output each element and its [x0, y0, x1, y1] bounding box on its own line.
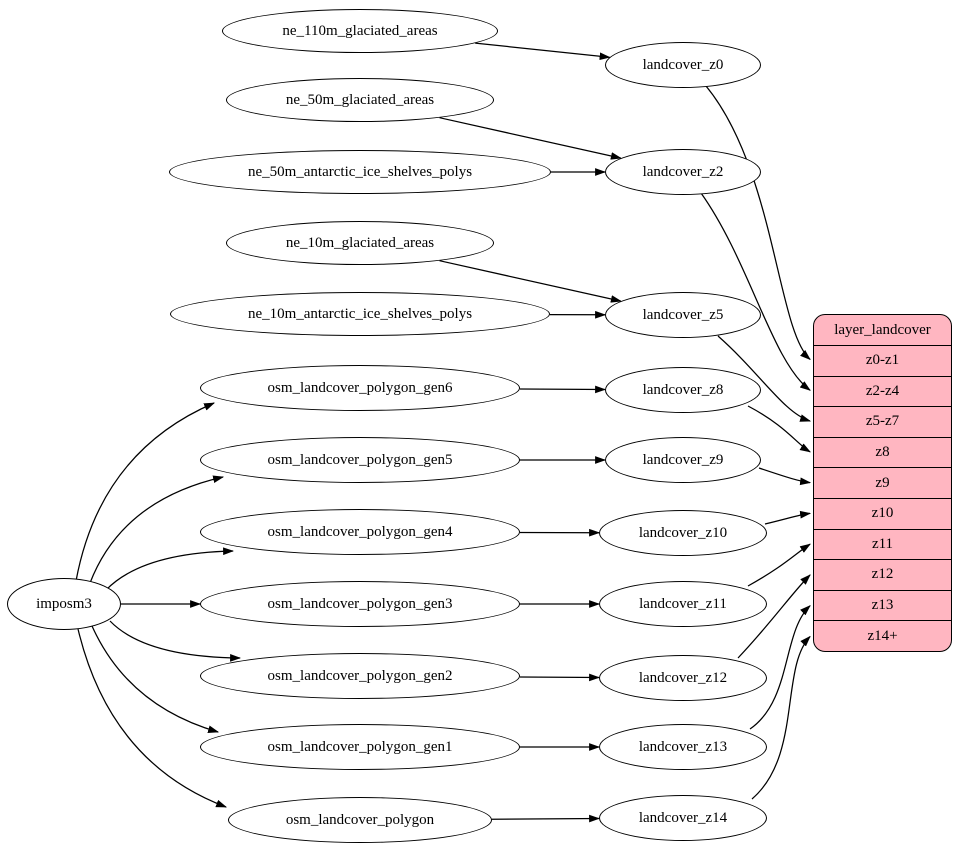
node-label: landcover_z11 [639, 595, 727, 612]
node-label: landcover_z8 [642, 381, 724, 398]
node-landcover_z12: landcover_z12 [599, 655, 767, 701]
node-label: landcover_z13 [638, 738, 728, 755]
node-landcover_z2: landcover_z2 [605, 149, 761, 195]
edge-osm_landcover_polygon_gen6-to-landcover_z8 [519, 385, 607, 394]
edge-ne_110m_glaciated_areas-to-landcover_z0 [475, 42, 611, 61]
node-label: ne_50m_antarctic_ice_shelves_polys [247, 163, 473, 180]
node-osm_landcover_polygon_gen2: osm_landcover_polygon_gen2 [200, 653, 520, 699]
edge-landcover_z11-to-z11 [747, 543, 811, 587]
edge-landcover_z2-to-z2-z4 [700, 192, 811, 391]
edge-imposm3-to-osm_landcover_polygon_gen2 [109, 620, 242, 662]
node-label: landcover_z12 [638, 669, 728, 686]
table-row-z9: z9 [814, 468, 951, 499]
node-landcover_z14: landcover_z14 [599, 795, 767, 841]
node-label: ne_10m_antarctic_ice_shelves_polys [247, 305, 473, 322]
node-label: landcover_z2 [642, 163, 724, 180]
node-label: osm_landcover_polygon_gen3 [267, 595, 453, 612]
table-row-z10: z10 [814, 499, 951, 530]
node-ne_50m_antarctic_ice_shelves_polys: ne_50m_antarctic_ice_shelves_polys [169, 150, 551, 194]
node-label: osm_landcover_polygon [285, 811, 435, 828]
edge-landcover_z14-to-z14+ [751, 635, 811, 800]
edge-ne_50m_glaciated_areas-to-landcover_z2 [439, 117, 622, 160]
node-osm_landcover_polygon_gen1: osm_landcover_polygon_gen1 [200, 724, 520, 770]
node-label: landcover_z9 [642, 451, 724, 468]
node-osm_landcover_polygon: osm_landcover_polygon [228, 797, 492, 843]
node-osm_landcover_polygon_gen6: osm_landcover_polygon_gen6 [200, 365, 520, 411]
edge-imposm3-to-osm_landcover_polygon_gen5 [89, 475, 225, 584]
node-osm_landcover_polygon_gen5: osm_landcover_polygon_gen5 [200, 437, 520, 483]
node-landcover_z8: landcover_z8 [605, 367, 761, 413]
node-label: osm_landcover_polygon_gen5 [267, 451, 453, 468]
node-landcover_z0: landcover_z0 [605, 42, 761, 88]
edge-landcover_z10-to-z10 [764, 510, 812, 525]
edge-landcover_z0-to-z0-z1 [705, 85, 811, 361]
table-row-z8: z8 [814, 438, 951, 469]
table-row-z11: z11 [814, 530, 951, 561]
edge-osm_landcover_polygon-to-landcover_z14 [491, 814, 601, 823]
table-row-z12: z12 [814, 560, 951, 591]
node-ne_50m_glaciated_areas: ne_50m_glaciated_areas [226, 78, 494, 122]
node-landcover_z10: landcover_z10 [599, 510, 767, 556]
table-row-z5-z7: z5-z7 [814, 407, 951, 438]
table-row-z2-z4: z2-z4 [814, 377, 951, 408]
table-row-z13: z13 [814, 591, 951, 622]
node-landcover_z13: landcover_z13 [599, 724, 767, 770]
node-landcover_z11: landcover_z11 [599, 581, 767, 627]
node-osm_landcover_polygon_gen4: osm_landcover_polygon_gen4 [200, 509, 520, 555]
node-label: imposm3 [36, 595, 92, 612]
node-osm_landcover_polygon_gen3: osm_landcover_polygon_gen3 [200, 581, 520, 627]
node-ne_110m_glaciated_areas: ne_110m_glaciated_areas [222, 9, 498, 53]
table-row-z14+: z14+ [867, 627, 898, 644]
node-label: ne_50m_glaciated_areas [285, 91, 435, 108]
node-label: osm_landcover_polygon_gen1 [267, 738, 453, 755]
node-landcover_z9: landcover_z9 [605, 437, 761, 483]
edge-imposm3-to-osm_landcover_polygon_gen4 [105, 547, 235, 591]
node-imposm3: imposm3 [7, 578, 121, 630]
table-title: layer_landcover [814, 315, 951, 346]
edge-ne_10m_glaciated_areas-to-landcover_z5 [439, 260, 622, 303]
edge-landcover_z9-to-z9 [758, 467, 812, 486]
node-label: landcover_z10 [638, 524, 728, 541]
edge-landcover_z8-to-z8 [747, 405, 811, 453]
edge-imposm3-to-osm_landcover_polygon_gen1 [91, 625, 220, 733]
edge-landcover_z12-to-z12 [737, 574, 811, 659]
node-label: ne_110m_glaciated_areas [282, 22, 438, 39]
edge-landcover_z13-to-z13 [749, 605, 811, 730]
node-label: osm_landcover_polygon_gen6 [267, 379, 453, 396]
node-landcover_z5: landcover_z5 [605, 292, 761, 338]
node-ne_10m_glaciated_areas: ne_10m_glaciated_areas [226, 221, 494, 265]
node-label: osm_landcover_polygon_gen2 [267, 667, 453, 684]
node-label: ne_10m_glaciated_areas [285, 234, 435, 251]
edge-imposm3-to-osm_landcover_polygon_gen6 [75, 402, 216, 582]
edge-osm_landcover_polygon_gen2-to-landcover_z12 [519, 673, 601, 682]
node-ne_10m_antarctic_ice_shelves_polys: ne_10m_antarctic_ice_shelves_polys [170, 292, 550, 336]
node-label: landcover_z14 [638, 809, 728, 826]
node-label: osm_landcover_polygon_gen4 [267, 523, 453, 540]
node-label: landcover_z0 [642, 56, 724, 73]
table-row-z0-z1: z0-z1 [814, 346, 951, 377]
node-label: landcover_z5 [642, 306, 724, 323]
edge-imposm3-to-osm_landcover_polygon [77, 628, 228, 808]
edge-landcover_z5-to-z5-z7 [717, 335, 812, 422]
